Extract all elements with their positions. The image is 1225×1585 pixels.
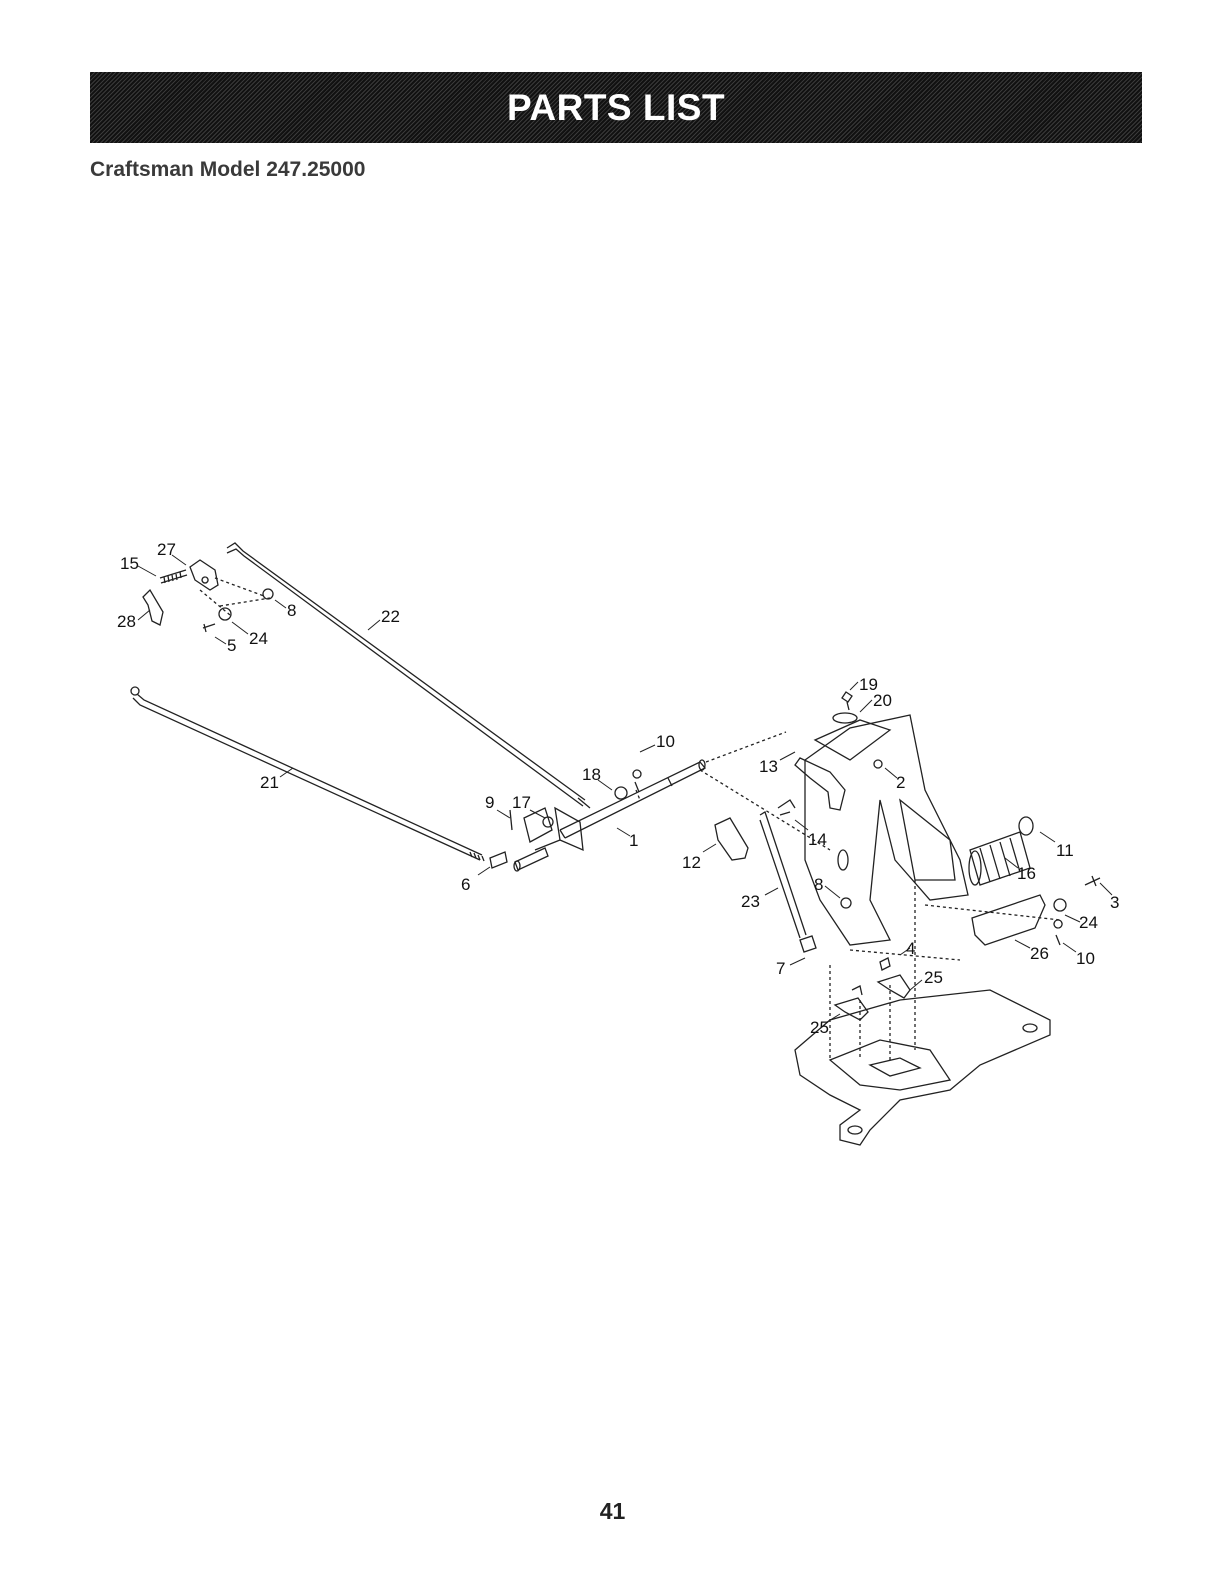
callout-labels: 27 15 28 8 22 24 5 19 20 10 13 2 18 21 9…: [117, 540, 1119, 1037]
callout-23: 23: [741, 892, 760, 911]
callout-18: 18: [582, 765, 601, 784]
part-7: [800, 936, 816, 952]
callout-9: 9: [485, 793, 494, 812]
clip-25-upper: [878, 975, 910, 998]
pedal-frame: [805, 715, 968, 945]
bolt-25-lower: [852, 986, 862, 995]
bracket-12: [715, 818, 748, 860]
callout-17: 17: [512, 793, 531, 812]
bolt-5: [203, 624, 215, 632]
callout-15: 15: [120, 554, 139, 573]
callout-13: 13: [759, 757, 778, 776]
callout-1: 1: [629, 831, 638, 850]
callout-4: 4: [906, 939, 915, 958]
callout-8-upper: 8: [287, 601, 296, 620]
clip-10-upper: [633, 770, 641, 792]
rod-21: [131, 687, 484, 861]
callout-2: 2: [896, 773, 905, 792]
callout-7: 7: [776, 959, 785, 978]
callout-3: 3: [1110, 893, 1119, 912]
bracket-26: [972, 895, 1045, 945]
screw-19: [842, 692, 852, 710]
callout-11: 11: [1056, 841, 1074, 860]
clip-10-lower: [1054, 920, 1062, 945]
nut-8-upper: [263, 589, 273, 599]
bolt-4: [880, 958, 890, 970]
guide-lines-upper: [200, 578, 270, 615]
nut-11: [1019, 817, 1033, 835]
callout-12: 12: [682, 853, 701, 872]
screw-2: [874, 760, 882, 768]
callout-14: 14: [808, 830, 827, 849]
cap-20: [833, 713, 857, 723]
callout-20: 20: [873, 691, 892, 710]
base-frame: [795, 990, 1050, 1145]
callout-8-lower: 8: [814, 875, 823, 894]
callout-28: 28: [117, 612, 136, 631]
callout-26: 26: [1030, 944, 1049, 963]
clip-14: [778, 800, 795, 815]
bolt-3: [1085, 876, 1100, 886]
rod-22: [227, 543, 590, 808]
callout-21: 21: [260, 773, 279, 792]
callout-24-lower: 24: [1079, 913, 1098, 932]
washer-18: [615, 787, 627, 799]
callout-24-upper: 24: [249, 629, 268, 648]
callout-16: 16: [1017, 864, 1036, 883]
page-number: 41: [0, 1498, 1225, 1525]
washer-24-lower: [1054, 899, 1066, 911]
bracket-27: [190, 560, 218, 590]
callout-25-lower: 25: [810, 1018, 829, 1037]
bracket-17-assembly: [514, 808, 583, 871]
callout-5: 5: [227, 636, 236, 655]
callout-27: 27: [157, 540, 176, 559]
lever-13: [795, 758, 845, 810]
callout-25-upper: 25: [924, 968, 943, 987]
callout-22: 22: [381, 607, 400, 626]
guide-lines-lower: [830, 880, 1060, 1060]
callout-10-lower: 10: [1076, 949, 1095, 968]
spring-15: [160, 570, 187, 583]
pin-9: [510, 810, 512, 830]
nut-8-lower: [841, 898, 851, 908]
part-6: [490, 852, 507, 868]
parts-drawing: [131, 543, 1100, 1145]
callout-6: 6: [461, 875, 470, 894]
plate-28: [143, 590, 163, 625]
callout-10-upper: 10: [656, 732, 675, 751]
